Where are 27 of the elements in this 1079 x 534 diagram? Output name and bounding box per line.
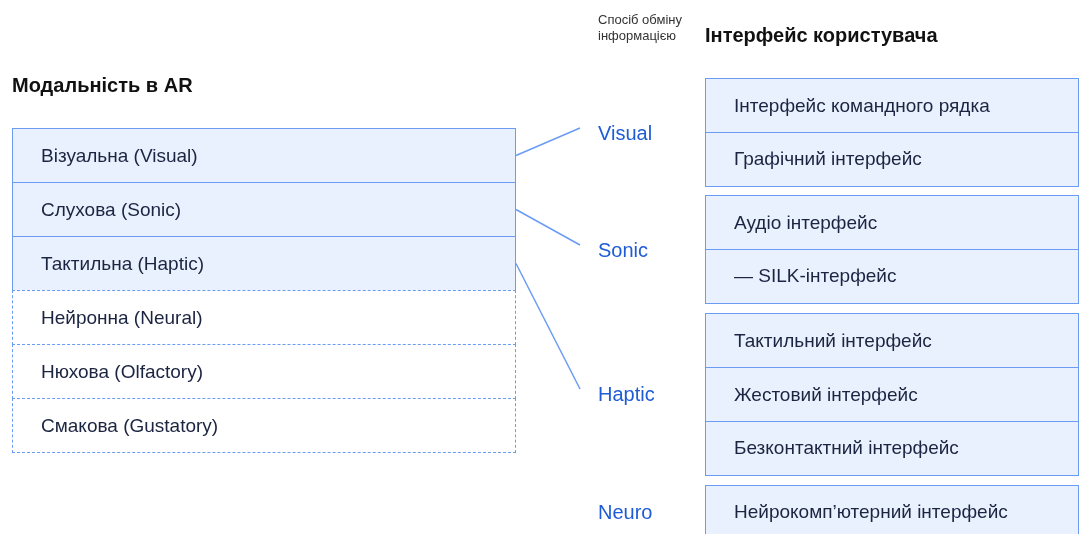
connector-line <box>515 127 581 157</box>
connector-line <box>515 262 581 390</box>
channel-label: Sonic <box>580 236 700 264</box>
column-heading: Модальність в AR <box>12 74 193 97</box>
group-box <box>705 78 1079 187</box>
group-box <box>705 195 1079 304</box>
column-heading: Інтерфейс користувача <box>705 24 938 47</box>
modality-row: Нюхова (Olfactory) <box>12 344 516 399</box>
connector-line <box>515 208 581 246</box>
interface-row: — SILK-інтерфейс <box>706 250 1078 302</box>
interface-row: Жестовий інтерфейс <box>706 368 1078 422</box>
modality-row: Смакова (Gustatory) <box>12 398 516 453</box>
interface-row: Нейрокомп’ютерний інтерфейс <box>706 486 1078 534</box>
channel-label: Neuro <box>580 498 700 526</box>
interface-row: Тактильний інтерфейс <box>706 314 1078 368</box>
interface-row: Інтерфейс командного рядка <box>706 79 1078 133</box>
interface-row: Безконтактний інтерфейс <box>706 422 1078 474</box>
group-box <box>705 313 1079 476</box>
modality-row: Візуальна (Visual) <box>12 128 516 183</box>
modality-row: Слухова (Sonic) <box>12 182 516 237</box>
channel-label: Visual <box>580 119 700 147</box>
column-caption: Спосіб обміну інформацією <box>598 12 683 44</box>
interface-row: Аудіо інтерфейс <box>706 196 1078 250</box>
modality-row: Нейронна (Neural) <box>12 290 516 345</box>
modality-row: Тактильна (Haptic) <box>12 236 516 291</box>
channel-label: Haptic <box>580 380 700 408</box>
interface-row: Графічний інтерфейс <box>706 133 1078 185</box>
